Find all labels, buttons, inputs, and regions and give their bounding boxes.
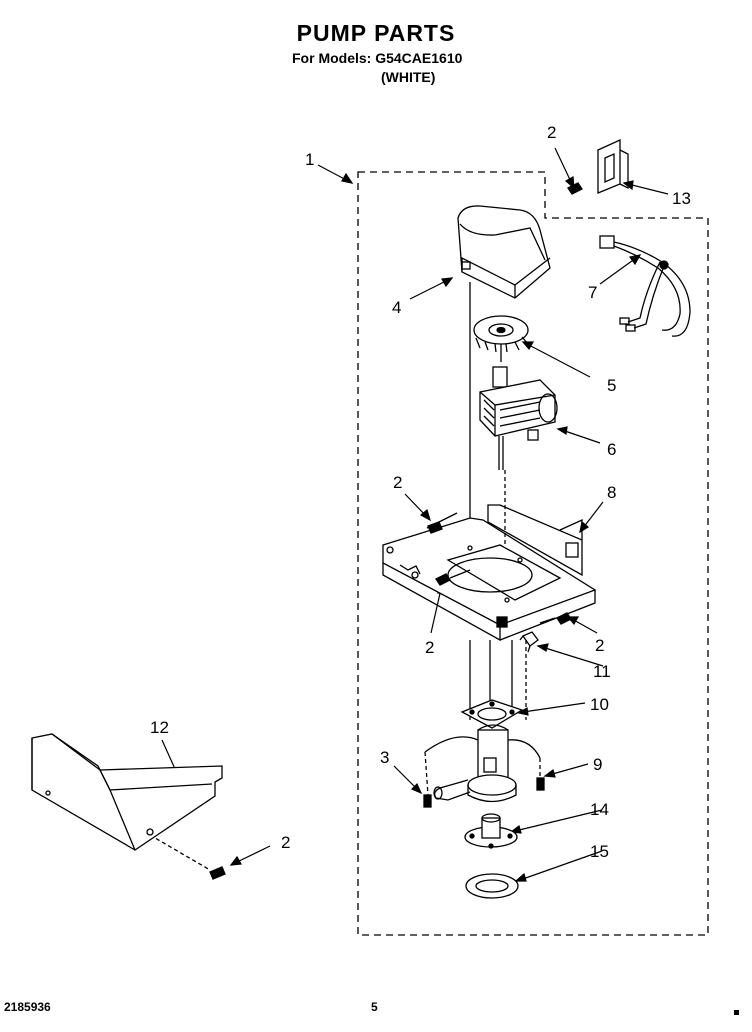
pump-shaft bbox=[469, 640, 527, 720]
callout-2-plate: 2 bbox=[425, 638, 434, 657]
callout-6: 6 bbox=[607, 440, 616, 459]
assembly-boundary bbox=[357, 171, 709, 936]
callout-14: 14 bbox=[590, 800, 609, 819]
callout-15: 15 bbox=[590, 842, 609, 861]
screws-part-2 bbox=[149, 512, 572, 880]
mounting-plate-part-8 bbox=[382, 470, 597, 642]
screws-3-9 bbox=[423, 777, 545, 808]
callout-5: 5 bbox=[607, 376, 616, 395]
callout-11: 11 bbox=[593, 662, 611, 681]
callout-13: 13 bbox=[672, 189, 691, 208]
motor-part-6 bbox=[479, 366, 558, 470]
impeller-part-14 bbox=[464, 813, 518, 849]
gasket-plate-part-10 bbox=[460, 699, 524, 729]
callout-4: 4 bbox=[392, 298, 401, 317]
callout-9: 9 bbox=[593, 755, 602, 774]
leader-lines bbox=[161, 147, 669, 882]
document-number: 2185936 bbox=[4, 1000, 51, 1014]
callout-3: 3 bbox=[380, 748, 389, 767]
callout-7: 7 bbox=[588, 283, 597, 302]
page-number: 5 bbox=[371, 1000, 378, 1014]
callout-1: 1 bbox=[305, 150, 314, 169]
callout-numbers: 1 2 13 7 4 5 6 8 2 2 2 11 10 3 9 14 15 1… bbox=[150, 123, 691, 861]
color-line: (WHITE) bbox=[381, 69, 436, 85]
seal-ring-part-15 bbox=[465, 873, 519, 899]
wire-harness-part-7 bbox=[599, 235, 691, 337]
page-title: PUMP PARTS bbox=[296, 20, 456, 46]
clip-part-11 bbox=[519, 631, 539, 653]
motor-cover-part-4 bbox=[457, 205, 551, 520]
callout-2-right: 2 bbox=[595, 636, 604, 655]
bracket-part-13 bbox=[567, 138, 629, 195]
callout-2-top: 2 bbox=[547, 123, 556, 142]
pump-body bbox=[424, 724, 541, 803]
model-line: For Models: G54CAE1610 bbox=[292, 50, 463, 66]
shield-panel-part-12 bbox=[31, 733, 223, 851]
callout-2-left: 2 bbox=[393, 473, 402, 492]
callout-12: 12 bbox=[150, 718, 169, 737]
footer-mark bbox=[734, 1010, 739, 1015]
callout-2-bottom: 2 bbox=[281, 833, 290, 852]
callout-8: 8 bbox=[607, 483, 616, 502]
callout-10: 10 bbox=[590, 695, 609, 714]
fan-blade-part-5 bbox=[473, 315, 529, 362]
